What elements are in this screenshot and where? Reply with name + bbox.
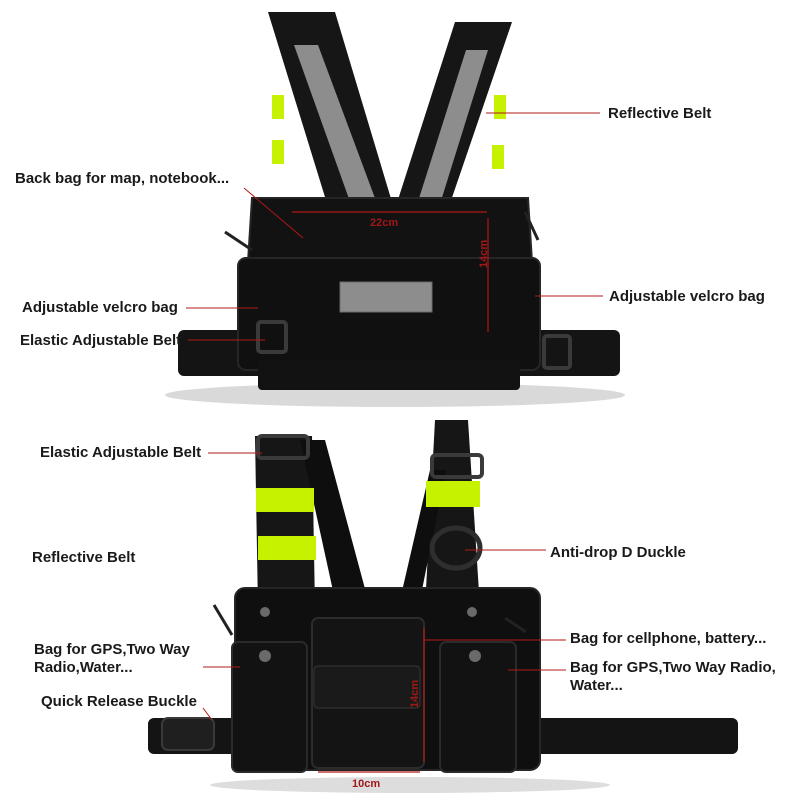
front-neon-band-2 [258,536,316,560]
label-velcro-bag-right: Adjustable velcro bag [609,288,765,305]
back-buckle-right [542,334,572,370]
back-neon-loop-3 [494,95,506,119]
back-neon-loop-1 [272,95,284,119]
front-snap-3 [467,607,477,617]
back-cord-right [523,211,540,241]
label-reflective-belt-bottom: Reflective Belt [32,549,136,566]
front-cord-right [504,616,527,634]
dimension-height-top: 14cm [478,239,490,268]
front-center-flap [313,665,421,709]
front-left-strap-side [300,440,368,600]
dimension-width-bottom: 10cm [352,778,381,790]
label-velcro-bag-left: Adjustable velcro bag [22,299,178,316]
front-buckle-left [256,434,310,460]
back-neon-loop-2 [272,140,284,164]
front-shadow [210,777,610,793]
front-snap-1 [260,607,270,617]
front-snap-2 [259,650,271,662]
front-d-ring [429,525,483,571]
label-elastic-belt-top: Elastic Adjustable Belt [20,332,182,349]
label-cellphone-bag: Bag for cellphone, battery... [570,630,767,647]
dimension-width-top: 22cm [370,217,399,229]
label-gps-bag-left: Bag for GPS,Two Way Radio,Water... [34,641,190,676]
front-quick-release-buckle [161,717,215,751]
front-snap-4 [469,650,481,662]
front-neon-band-1 [256,488,314,512]
leader-quick-release [202,707,213,721]
back-cord-left [224,230,253,252]
front-buckle-right [430,453,484,479]
label-quick-release-buckle: Quick Release Buckle [41,693,197,710]
front-left-pouch [231,641,308,773]
front-cord-left [212,604,234,636]
front-left-strap [255,436,315,608]
back-buckle-left [256,320,288,354]
dimension-height-bottom: 14cm [409,679,421,708]
label-gps-bag-right: Bag for GPS,Two Way Radio, Water... [570,659,776,694]
back-lower-body [258,360,520,390]
back-reflective-patch [339,281,433,313]
label-back-bag: Back bag for map, notebook... [15,170,230,187]
leader-back-bag [243,187,304,239]
label-elastic-belt-bottom: Elastic Adjustable Belt [40,444,202,461]
back-neon-loop-4 [492,145,504,169]
front-right-pouch [439,641,517,773]
label-d-buckle: Anti-drop D Duckle [550,544,686,561]
label-reflective-belt-top: Reflective Belt [608,105,712,122]
front-neon-band-3 [426,481,480,507]
